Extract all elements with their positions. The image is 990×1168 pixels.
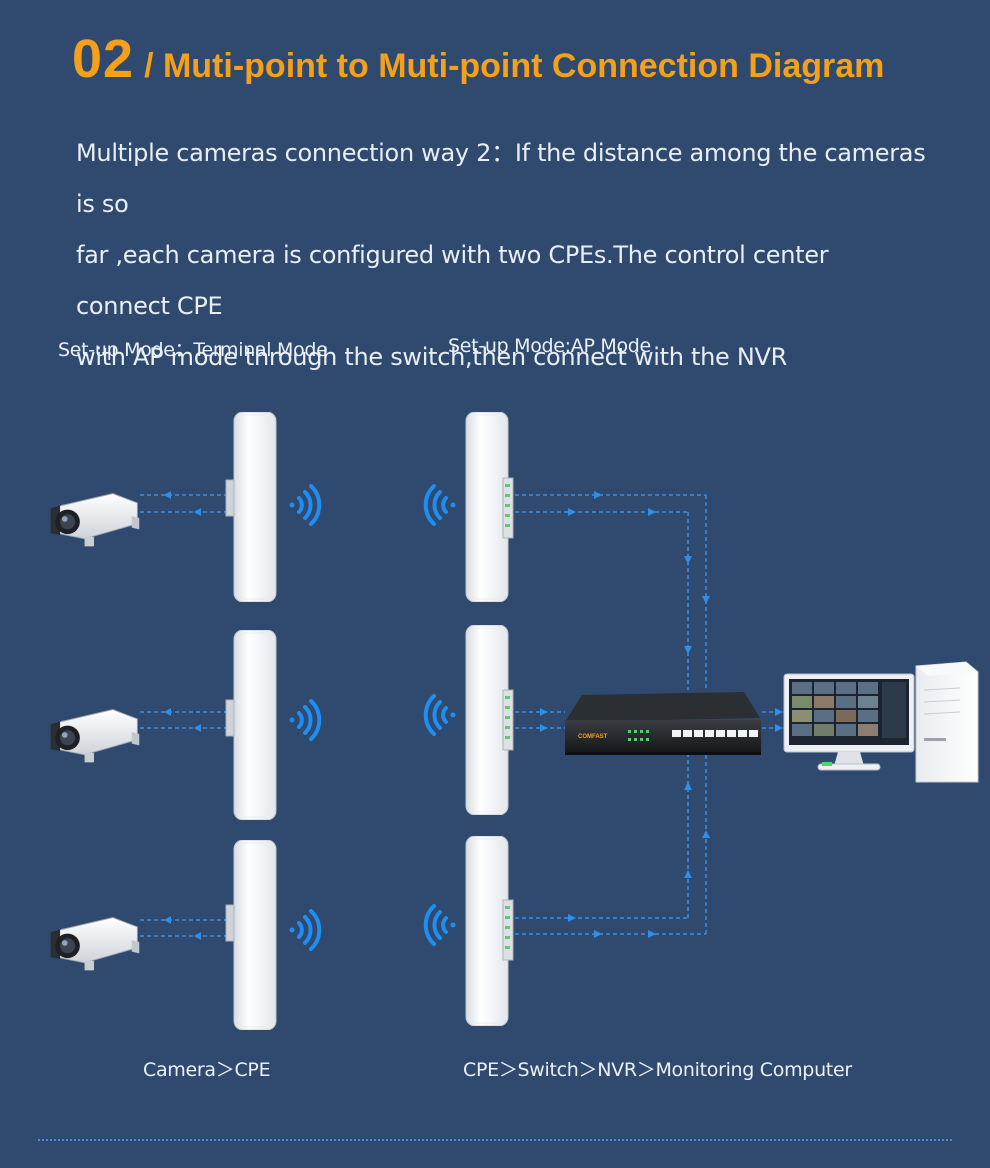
cpe-device-icon xyxy=(465,412,514,602)
switch-brand: COMFAST xyxy=(578,734,608,740)
arrow-icon xyxy=(164,491,783,940)
cpe-device-icon xyxy=(465,836,514,1026)
description-line: far ,each camera is configured with two … xyxy=(76,241,829,320)
page-title: / Muti-point to Muti-point Connection Di… xyxy=(144,47,885,85)
connection-lines xyxy=(140,494,790,937)
right-mode-label: Set-up Mode:AP Mode xyxy=(448,335,651,357)
camera-icon xyxy=(50,709,140,763)
switch-icon: COMFAST xyxy=(565,692,761,755)
left-caption: Camera＞CPE xyxy=(143,1059,271,1081)
description-line: Multiple cameras connection way 2：If the… xyxy=(76,139,926,218)
cpe-device-icon xyxy=(465,625,514,815)
cpe-device-icon xyxy=(225,630,277,820)
camera-icon xyxy=(50,493,140,547)
description-line: with AP mode through the switch,then con… xyxy=(76,343,787,371)
left-mode-label: Set-up Mode：Terminal Mode xyxy=(58,339,328,361)
header: 02 / Muti-point to Muti-point Connection… xyxy=(72,28,884,90)
cpe-device-icon xyxy=(225,412,277,602)
pc-tower-icon xyxy=(915,661,979,783)
monitor-icon xyxy=(783,673,915,771)
wifi-signal-icon xyxy=(289,484,456,951)
section-number: 02 xyxy=(72,29,135,89)
description: Multiple cameras connection way 2：If the… xyxy=(76,128,926,383)
right-caption: CPE＞Switch＞NVR＞Monitoring Computer xyxy=(463,1059,852,1081)
cpe-device-icon xyxy=(225,840,277,1030)
camera-icon xyxy=(50,917,140,971)
divider xyxy=(38,1139,952,1141)
